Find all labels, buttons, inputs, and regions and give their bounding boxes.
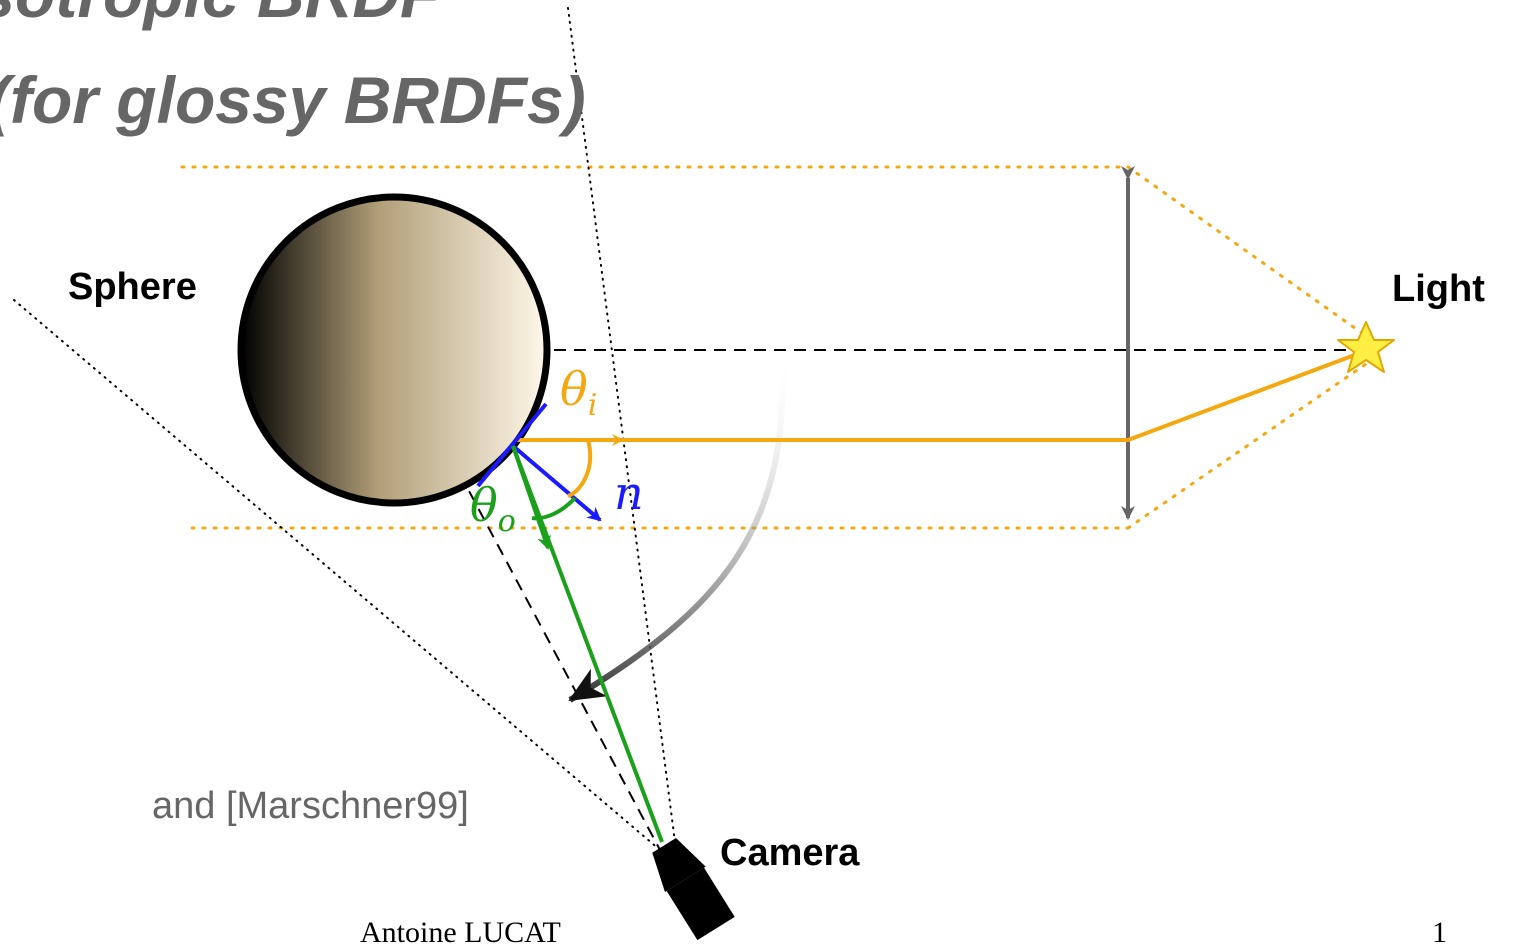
camera-icon xyxy=(652,837,735,941)
tangent-line xyxy=(476,402,548,488)
sphere-label: Sphere xyxy=(68,266,197,308)
theta-o-symbol: θo xyxy=(470,478,516,539)
rotation-arrow xyxy=(568,355,786,703)
slide-title-line2: (for glossy BRDFs) xyxy=(0,63,586,137)
camera-label: Camera xyxy=(720,832,860,874)
center-to-camera-dashed xyxy=(393,349,661,851)
theta-i-symbol: θi xyxy=(560,362,598,423)
page-number: 1 xyxy=(1432,916,1447,949)
theta-i-arc xyxy=(567,439,593,498)
outgoing-ray xyxy=(511,445,664,843)
outgoing-arrow xyxy=(511,445,551,550)
footer-author: Antoine LUCAT xyxy=(360,916,561,949)
normal-vector xyxy=(511,444,602,522)
reference-citation: and [Marschner99] xyxy=(152,785,469,827)
theta-o-arc xyxy=(531,496,577,521)
frustum-line-2 xyxy=(13,299,661,851)
light-cone-top xyxy=(1126,165,1368,338)
light-star-icon xyxy=(1337,321,1395,373)
incident-ray xyxy=(515,348,1369,442)
sphere xyxy=(237,193,551,507)
light-label: Light xyxy=(1392,268,1485,310)
frustum-line-1 xyxy=(567,7,677,851)
light-cone-bottom xyxy=(1126,362,1368,530)
slide-title-line1: Isotropic BRDF xyxy=(0,0,440,32)
normal-symbol: n xyxy=(614,466,644,520)
